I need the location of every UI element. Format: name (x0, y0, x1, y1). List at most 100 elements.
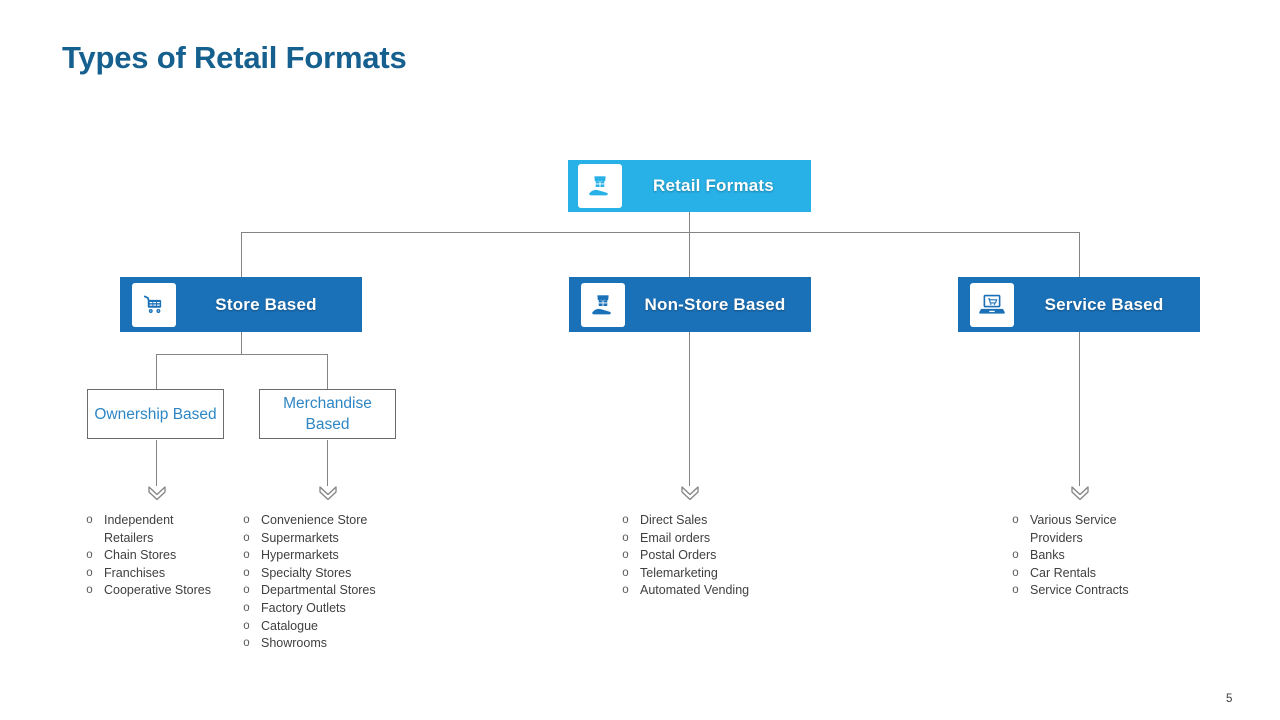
list-item-text: Franchises (104, 565, 166, 580)
node-label: Service Based (1044, 294, 1164, 314)
node-store-based: Store Based (120, 277, 362, 332)
arrow-stem-line (327, 440, 328, 486)
list-item: o Direct Sales (620, 512, 780, 530)
connector-line (327, 354, 328, 389)
bullet: o (86, 566, 93, 579)
list-item-text: Hypermarkets (261, 548, 339, 563)
list-item: o Convenience Store (241, 512, 401, 530)
shopping-cart-icon (132, 282, 176, 327)
list-item-text: Supermarkets (261, 530, 339, 545)
hand-holding-store-icon (581, 282, 625, 327)
bullet: o (86, 584, 93, 597)
chevron-down-arrow-icon (1071, 486, 1089, 501)
connector-line (241, 232, 242, 277)
list-item-text: Email orders (640, 530, 711, 545)
list-item-text: Specialty Stores (261, 565, 352, 580)
list-item: o Supermarkets (241, 530, 401, 548)
bullet: o (86, 514, 93, 526)
node-retail-formats: Retail Formats (568, 160, 811, 212)
list-item-text: Automated Vending (640, 583, 750, 598)
page-title: Types of Retail Formats (62, 40, 407, 75)
bullet: o (1012, 549, 1019, 562)
connector-line (1079, 232, 1080, 277)
node-non-store-based: Non-Store Based (569, 277, 811, 332)
list-item: o Service Contracts (1010, 582, 1150, 600)
list-item-text: Telemarketing (640, 565, 718, 580)
list-item-text: Convenience Store (261, 513, 368, 527)
list-item-text: Service Contracts (1030, 583, 1129, 598)
list-item: o Hypermarkets (241, 547, 401, 565)
page-number: 5 (1226, 693, 1233, 705)
node-label: Non-Store Based (644, 294, 786, 314)
bullet: o (243, 601, 250, 614)
list-item-text: Car Rentals (1030, 565, 1096, 580)
list-item: o Email orders (620, 530, 780, 548)
bullet: o (243, 584, 250, 597)
list-item-text: Showrooms (261, 636, 327, 651)
subnode-label: Merchandise Based (283, 395, 372, 433)
chevron-down-arrow-icon (148, 486, 166, 501)
list-item-text: Factory Outlets (261, 600, 346, 615)
list-item: o Telemarketing (620, 565, 780, 583)
list-item-text: Various Service Providers (1030, 513, 1117, 545)
bullet: o (1012, 514, 1019, 526)
list-item: o Franchises (84, 565, 224, 583)
bullet: o (1012, 566, 1019, 579)
bullet: o (622, 531, 629, 544)
connector-line (241, 332, 242, 354)
list-item-text: Postal Orders (640, 548, 717, 563)
bullet: o (243, 566, 250, 579)
list-item-text: Catalogue (261, 618, 318, 633)
arrow-stem-line (156, 440, 157, 486)
list-item: o Independent Retailers (84, 512, 224, 547)
bullet: o (243, 531, 250, 544)
list-item: o Catalogue (241, 618, 401, 636)
list-item: o Cooperative Stores (84, 582, 224, 600)
connector-line (689, 212, 690, 233)
node-label: Retail Formats (653, 176, 774, 195)
bullet: o (86, 549, 93, 562)
list-item: o Various Service Providers (1010, 512, 1150, 547)
bullet: o (243, 514, 250, 526)
node-merchandise-based: Merchandise Based (259, 389, 396, 439)
bullet: o (622, 584, 629, 597)
connector-line (156, 354, 157, 389)
list-item: o Chain Stores (84, 547, 224, 565)
list-item-text: Departmental Stores (261, 583, 376, 598)
arrow-stem-line (1079, 332, 1080, 486)
list-item: o Automated Vending (620, 582, 780, 600)
list-item: o Banks (1010, 547, 1150, 565)
list-item: o Factory Outlets (241, 600, 401, 618)
bullet: o (622, 514, 629, 526)
list-item: o Specialty Stores (241, 565, 401, 583)
list-item: o Postal Orders (620, 547, 780, 565)
list-item: o Car Rentals (1010, 565, 1150, 583)
subnode-label: Ownership Based (94, 405, 217, 423)
list-item-text: Chain Stores (104, 548, 177, 563)
bullet: o (1012, 584, 1019, 597)
bullet: o (243, 619, 250, 632)
connector-line (241, 232, 1080, 233)
bullet: o (243, 637, 250, 650)
node-label: Store Based (215, 294, 317, 314)
list-item-text: Direct Sales (640, 513, 708, 527)
chevron-down-arrow-icon (681, 486, 699, 501)
laptop-shopping-icon (970, 282, 1014, 327)
chevron-down-arrow-icon (319, 486, 337, 501)
bullet: o (622, 566, 629, 579)
node-service-based: Service Based (958, 277, 1200, 332)
list-item-text: Banks (1030, 548, 1065, 563)
arrow-stem-line (689, 332, 690, 486)
connector-line (689, 232, 690, 277)
bullet: o (622, 549, 629, 562)
bullet: o (243, 549, 250, 562)
list-item-text: Cooperative Stores (104, 583, 212, 598)
list-item-text: Independent Retailers (104, 513, 174, 545)
list-item: o Departmental Stores (241, 582, 401, 600)
connector-line (156, 354, 328, 355)
